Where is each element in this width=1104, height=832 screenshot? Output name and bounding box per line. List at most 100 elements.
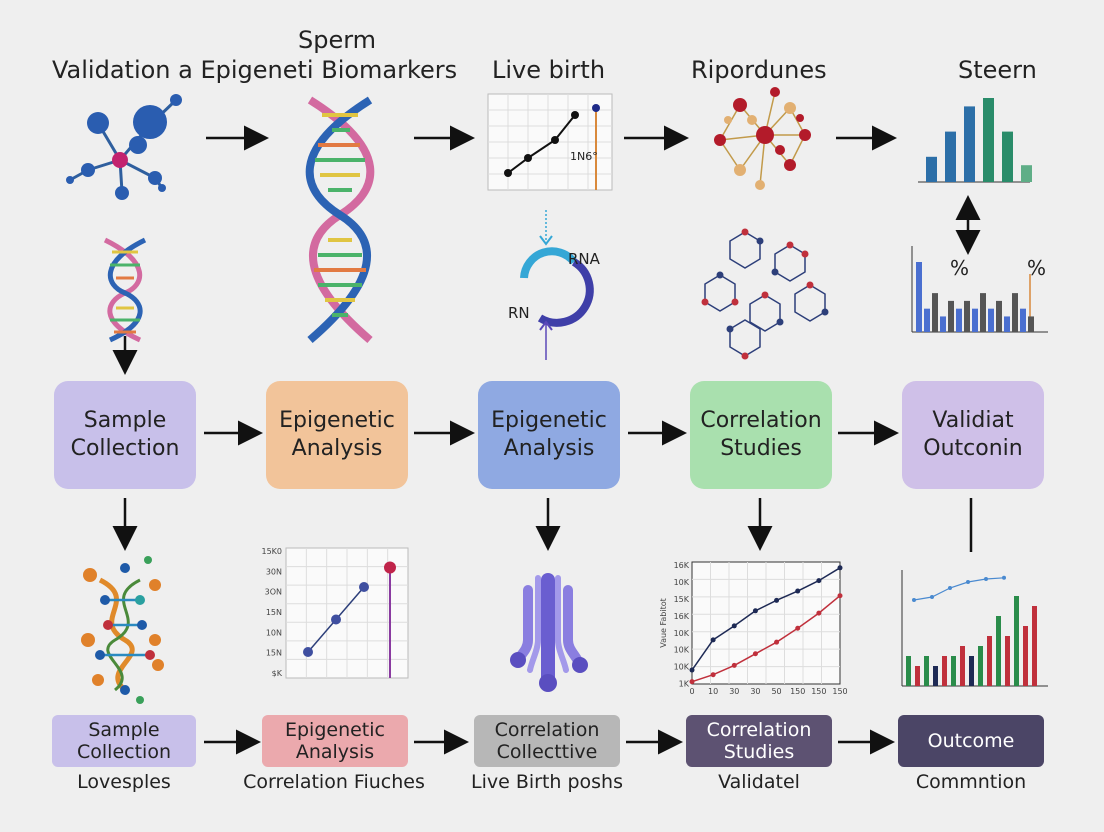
data-point xyxy=(795,625,801,631)
bar xyxy=(933,666,938,686)
data-point xyxy=(795,588,801,594)
highlight-point xyxy=(384,561,396,574)
x-tick-label: 150 xyxy=(832,687,847,696)
y-tick-label: 10K xyxy=(674,646,690,655)
main-box-epigenetic-analysis-2: Epigenetic Analysis xyxy=(478,381,620,489)
y-tick-label: 15N xyxy=(266,608,282,617)
bar xyxy=(972,308,978,332)
bar-chart-mid xyxy=(911,246,1048,333)
data-point xyxy=(930,595,934,599)
series-line xyxy=(691,595,841,683)
bar xyxy=(1002,131,1013,182)
data-point xyxy=(837,565,843,571)
bar xyxy=(1004,316,1010,332)
live-birth-label: Live birth xyxy=(492,56,606,84)
plot-area xyxy=(285,547,409,679)
bar xyxy=(996,616,1001,686)
bar xyxy=(1032,606,1037,686)
data-point xyxy=(912,598,916,602)
bottom-molecule-icon xyxy=(81,556,164,704)
bar xyxy=(1028,316,1034,332)
bar xyxy=(932,293,938,332)
small-box-correlation-studies: Correlation Studies xyxy=(686,715,832,767)
caption-1: Lovesples xyxy=(77,771,171,793)
bar xyxy=(924,308,930,332)
steern-label: Steern xyxy=(958,56,1037,84)
rna-label-left: RN xyxy=(508,304,530,322)
x-tick-label: 150 xyxy=(811,687,826,696)
main-title: Validation a Epigeneti Biomarkers xyxy=(52,56,458,84)
data-point xyxy=(731,623,737,629)
y-tick-label: 16K xyxy=(674,561,690,570)
row1-arrows xyxy=(112,125,981,375)
y-tick-label: 10K xyxy=(674,578,690,587)
bar xyxy=(987,636,992,686)
bar xyxy=(1014,596,1019,686)
bar xyxy=(951,656,956,686)
ripordunes-label: Ripordunes xyxy=(691,56,827,84)
bar xyxy=(916,262,922,332)
data-point xyxy=(774,597,780,603)
bar xyxy=(964,106,975,182)
series-line xyxy=(691,567,841,671)
data-point xyxy=(752,608,758,614)
dna-helix-small-icon xyxy=(103,237,147,343)
combo-chart-bottom-right xyxy=(901,570,1048,687)
sperm-label: Sperm xyxy=(298,26,377,54)
x-tick-label: 50 xyxy=(771,687,781,696)
data-point xyxy=(816,578,822,584)
bar xyxy=(1020,308,1026,332)
rna-ring-icon xyxy=(520,210,594,360)
pipe-network-icon xyxy=(510,573,588,692)
data-point xyxy=(303,647,313,657)
data-point xyxy=(966,580,970,584)
bar xyxy=(960,646,965,686)
data-point xyxy=(1002,575,1006,580)
line-chart-top-icon xyxy=(487,93,613,191)
bar-chart-top xyxy=(918,98,1032,183)
plot-area xyxy=(691,561,841,685)
y-tick-label: 10K xyxy=(674,629,690,638)
dna-helix-large-icon xyxy=(305,96,375,344)
bar xyxy=(906,656,911,686)
caption-4: Validatel xyxy=(718,771,800,793)
y-tick-label: 15N xyxy=(266,649,282,658)
data-point xyxy=(984,577,988,581)
small-box-sample-collection: Sample Collection xyxy=(52,715,196,767)
x-tick-label: 30 xyxy=(750,687,760,696)
caption-5: Commntion xyxy=(915,771,1027,793)
molecular-cluster-icon xyxy=(714,87,811,190)
y-tick-label: 15K0 xyxy=(261,547,282,556)
bar xyxy=(964,300,970,332)
bar xyxy=(948,300,954,332)
data-point xyxy=(731,662,737,668)
main-box-sample-collection: Sample Collection xyxy=(54,381,196,489)
data-point xyxy=(331,614,341,625)
main-box-epigenetic-analysis-1: Epigenetic Analysis xyxy=(266,381,408,489)
main-box-validation-outcome: Validiat Outconin xyxy=(902,381,1044,489)
bar xyxy=(978,646,983,686)
x-tick-label: 150 xyxy=(790,687,805,696)
data-point xyxy=(837,593,843,599)
percent-label-a: % xyxy=(950,256,969,280)
bar xyxy=(924,656,929,686)
molecule-icon xyxy=(66,94,182,200)
bar xyxy=(1012,293,1018,332)
x-tick-label: 30 xyxy=(729,687,739,696)
data-point xyxy=(689,679,695,685)
small-box-outcome: Outcome xyxy=(898,715,1044,767)
y-tick-label: 10K xyxy=(674,663,690,672)
bar xyxy=(1005,636,1010,686)
bar xyxy=(1023,626,1028,686)
y-tick-label: 30N xyxy=(266,567,282,576)
bar xyxy=(1021,165,1032,182)
data-point xyxy=(752,651,758,657)
series-line xyxy=(307,586,365,653)
data-point xyxy=(774,639,780,645)
y-tick-label: 3ON xyxy=(265,588,282,597)
y-tick-label: $K xyxy=(272,669,283,678)
data-point xyxy=(816,610,822,616)
x-tick-label: 10 xyxy=(708,687,718,696)
